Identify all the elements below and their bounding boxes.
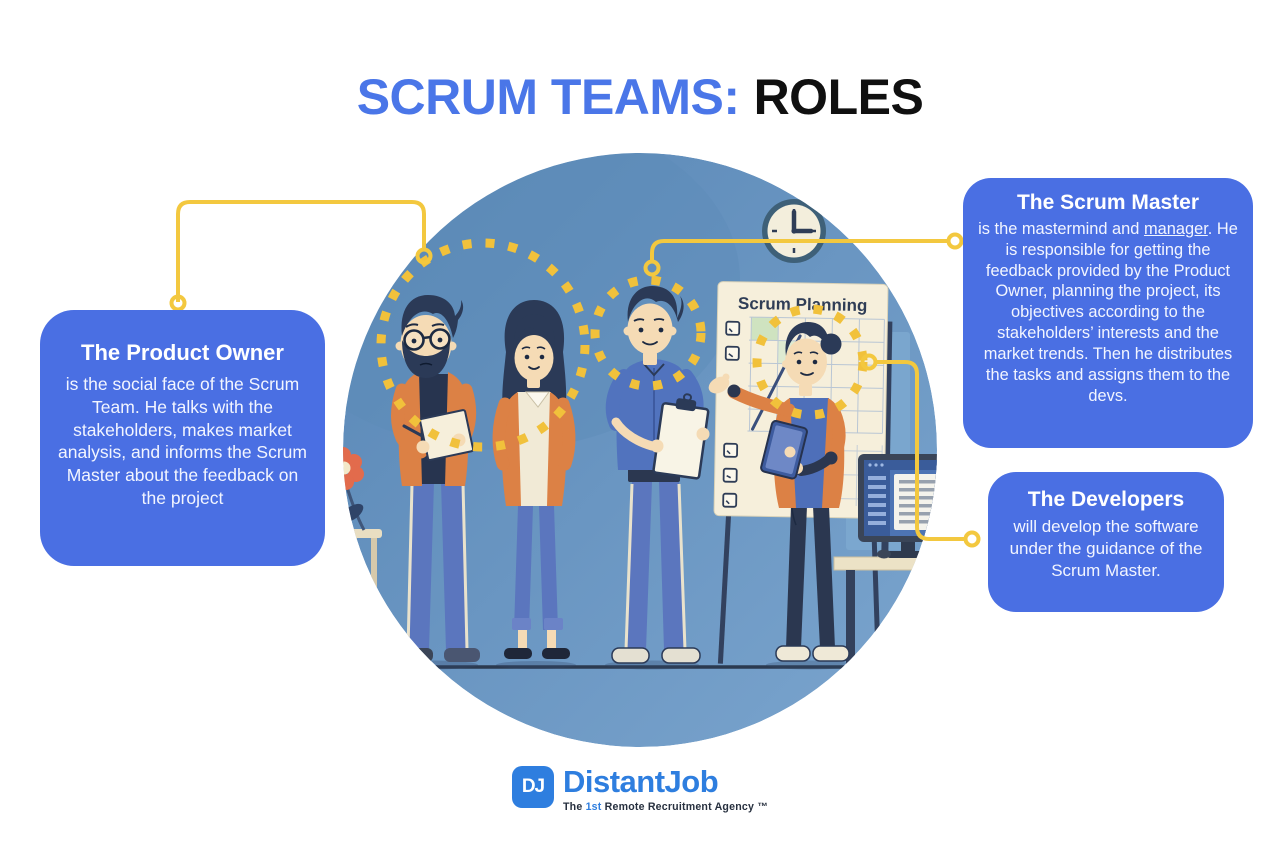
- notebook-icon: [419, 409, 475, 461]
- callout-heading: The Developers: [1027, 488, 1185, 511]
- connector-endpoint: [946, 232, 964, 250]
- distantjob-logo: DJ DistantJob The 1st Remote Recruitment…: [0, 764, 1280, 813]
- page-title-highlight: SCRUM TEAMS:: [356, 69, 740, 125]
- page-title-rest: ROLES: [753, 69, 924, 125]
- person-scrum-master: [605, 286, 710, 664]
- connector-developers: [875, 360, 966, 541]
- underlined-term: manager: [1143, 220, 1208, 238]
- logo-name: DistantJob: [562, 764, 719, 799]
- connector-endpoint: [169, 294, 187, 312]
- person-team-member: [492, 300, 576, 659]
- hair-bun: [820, 333, 842, 355]
- callout-body: is the social face of the Scrum Team. He…: [58, 374, 307, 508]
- dj-monogram-icon: DJ: [511, 766, 554, 808]
- flower-icon: [343, 447, 364, 490]
- connector-endpoint: [643, 259, 661, 277]
- logo-text: DistantJob The 1st Remote Recruitment Ag…: [562, 764, 768, 813]
- wall-clock-icon: [762, 199, 826, 263]
- callout-heading: The Scrum Master: [1016, 191, 1200, 214]
- connector-endpoint: [415, 247, 433, 265]
- connector-endpoint: [860, 353, 878, 371]
- callout-body: will develop the software under the guid…: [1009, 517, 1203, 581]
- tagline-text: The: [562, 800, 586, 813]
- body-text: is the mastermind and: [978, 220, 1144, 238]
- callout-developers: The Developers will develop the software…: [988, 472, 1224, 612]
- connector-scrum-master: [650, 239, 949, 261]
- callout-heading: The Product Owner: [81, 340, 284, 365]
- callout-product-owner: The Product Owner is the social face of …: [40, 310, 325, 566]
- callout-scrum-master: The Scrum Master is the mastermind and m…: [963, 178, 1253, 448]
- mouse-icon: [877, 549, 891, 559]
- board-title: Scrum Planning: [738, 294, 868, 315]
- callout-body: is the mastermind and manager. He is res…: [973, 219, 1243, 406]
- body-text: . He is responsible for getting the feed…: [983, 220, 1238, 405]
- clipboard-icon: [652, 393, 710, 480]
- tagline-text: Remote Recruitment Agency ™: [601, 800, 768, 813]
- logo-tagline: The 1st Remote Recruitment Agency ™: [563, 801, 768, 813]
- person-developer: [708, 322, 850, 662]
- dotted-highlight-product-owner: [376, 238, 590, 452]
- beard: [402, 340, 450, 378]
- dotted-highlight-scrum-master: [590, 275, 706, 391]
- tagline-highlight: 1st: [585, 800, 602, 813]
- connector-endpoint: [963, 530, 981, 548]
- board-checkboxes: [722, 320, 741, 508]
- tablet-icon: [760, 420, 808, 480]
- page-title: SCRUM TEAMS:ROLES: [0, 68, 1280, 126]
- connector-product-owner: [176, 200, 426, 302]
